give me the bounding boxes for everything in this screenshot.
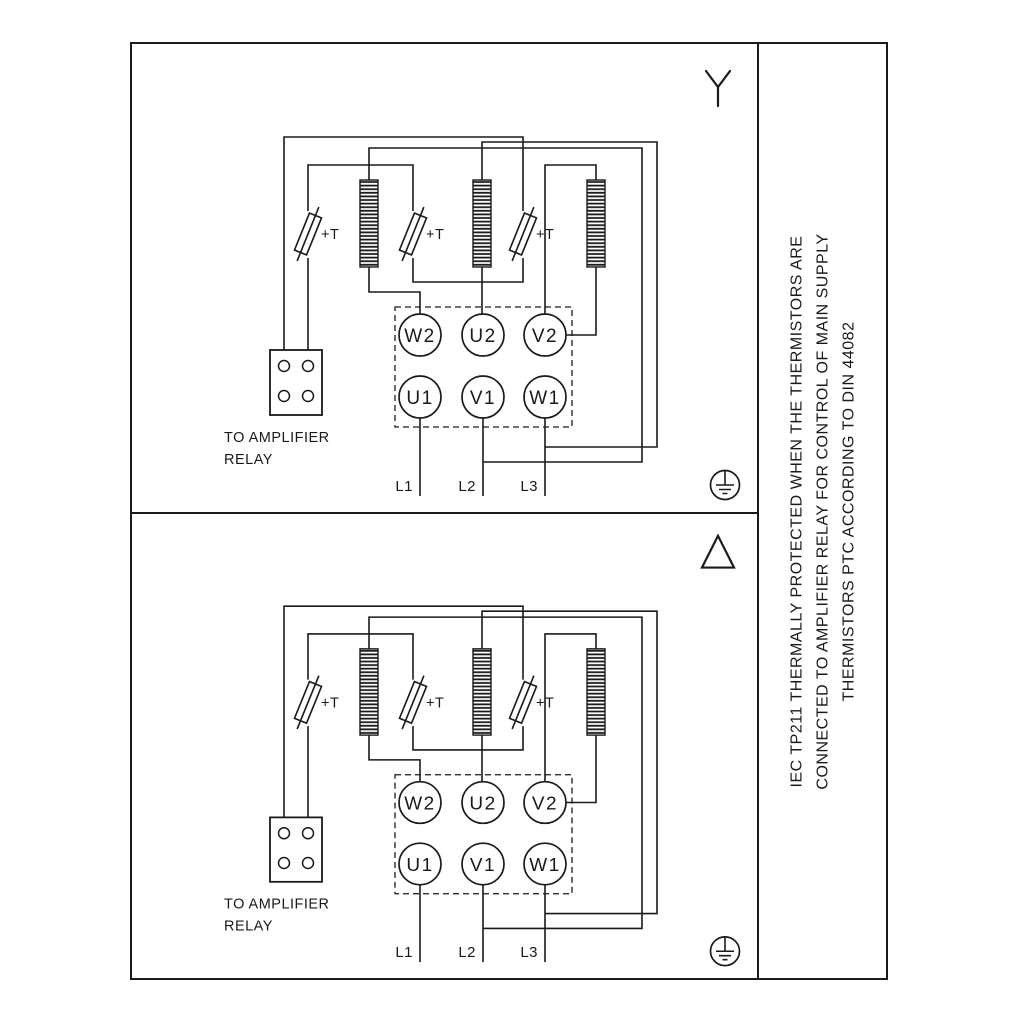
relay-label-line1: TO AMPLIFIER — [224, 897, 330, 913]
terminal-w2: W2 — [398, 313, 442, 357]
thermistor-2-icon — [398, 206, 428, 262]
relay-pin — [277, 389, 291, 403]
terminal-w1: W1 — [523, 375, 567, 419]
terminal-v2: V2 — [523, 780, 567, 825]
relay-pin — [277, 359, 291, 373]
delta-symbol-icon — [700, 533, 736, 569]
supply-l3-label: L3 — [520, 944, 538, 961]
svg-text:U2: U2 — [469, 326, 496, 347]
thermistor-2-icon — [398, 675, 428, 730]
wiring-lines — [283, 136, 658, 496]
motor-winding-2 — [472, 648, 492, 736]
thermistor-1-icon — [293, 675, 323, 730]
earth-ground-icon — [709, 469, 741, 501]
svg-text:V2: V2 — [532, 794, 558, 815]
delta-connection-panel: +T +T +T TO — [224, 533, 741, 967]
amplifier-relay-terminal-box — [269, 349, 323, 416]
supply-l3-label: L3 — [520, 478, 538, 495]
motor-winding-3 — [586, 648, 606, 736]
svg-text:V1: V1 — [470, 388, 496, 409]
svg-text:W1: W1 — [529, 388, 561, 409]
note-line-3: THERMISTORS PTC ACCORDING TO DIN 44082 — [839, 321, 857, 701]
thermistor-1-label: +T — [321, 695, 339, 711]
diagram-frame: +T +T +T TO — [130, 42, 888, 980]
terminal-v1: V1 — [461, 842, 505, 886]
relay-pin — [277, 856, 291, 870]
svg-text:W1: W1 — [529, 855, 560, 876]
motor-winding-2 — [472, 179, 492, 268]
supply-l2-label: L2 — [458, 944, 476, 961]
svg-text:V2: V2 — [532, 326, 558, 347]
terminal-u2: U2 — [461, 780, 505, 825]
motor-winding-3 — [586, 179, 606, 268]
svg-text:V1: V1 — [470, 855, 496, 876]
earth-ground-icon — [709, 936, 741, 967]
motor-winding-1 — [359, 648, 379, 736]
note-column-divider — [757, 44, 759, 978]
panel-divider — [132, 512, 757, 514]
terminal-v2: V2 — [523, 313, 567, 357]
relay-label-line1: TO AMPLIFIER — [224, 430, 330, 446]
svg-text:U2: U2 — [469, 794, 496, 815]
relay-pin — [301, 856, 315, 870]
svg-text:W2: W2 — [404, 794, 435, 815]
thermistor-1-label: +T — [321, 227, 339, 243]
terminal-u1: U1 — [398, 375, 442, 419]
terminal-u1: U1 — [398, 842, 442, 886]
supply-l1-label: L1 — [395, 944, 413, 961]
thermistor-2-label: +T — [426, 227, 444, 243]
thermistor-3-icon — [508, 675, 538, 730]
terminal-board-outline — [394, 774, 573, 895]
thermistor-3-label: +T — [536, 695, 554, 711]
star-symbol-icon — [704, 69, 732, 108]
motor-winding-1 — [359, 179, 379, 268]
relay-label-line2: RELAY — [224, 452, 273, 468]
svg-text:W2: W2 — [404, 326, 436, 347]
terminal-u2: U2 — [461, 313, 505, 357]
terminal-w1: W1 — [523, 842, 567, 886]
relay-pin — [301, 389, 315, 403]
supply-l1-label: L1 — [395, 478, 413, 495]
terminal-board-outline — [394, 306, 573, 428]
thermistor-3-label: +T — [536, 227, 554, 243]
thermistor-1-icon — [293, 206, 323, 262]
relay-pin — [277, 827, 291, 840]
relay-label-line2: RELAY — [224, 918, 273, 934]
amplifier-relay-terminal-box — [269, 816, 323, 883]
relay-pin — [301, 359, 315, 373]
wiring-lines — [283, 605, 658, 963]
supply-l2-label: L2 — [458, 478, 476, 495]
relay-pin — [301, 827, 315, 840]
note-line-1: IEC TP211 THERMALLY PROTECTED WHEN THE T… — [787, 235, 805, 787]
side-note: IEC TP211 THERMALLY PROTECTED WHEN THE T… — [759, 44, 886, 978]
thermistor-3-icon — [508, 206, 538, 262]
svg-text:U1: U1 — [406, 388, 433, 409]
note-line-2: CONNECTED TO AMPLIFIER RELAY FOR CONTROL… — [813, 232, 831, 790]
thermistor-2-label: +T — [426, 695, 444, 711]
terminal-v1: V1 — [461, 375, 505, 419]
terminal-w2: W2 — [398, 780, 442, 825]
star-connection-panel: +T +T +T TO — [224, 69, 741, 501]
svg-text:U1: U1 — [406, 855, 433, 876]
